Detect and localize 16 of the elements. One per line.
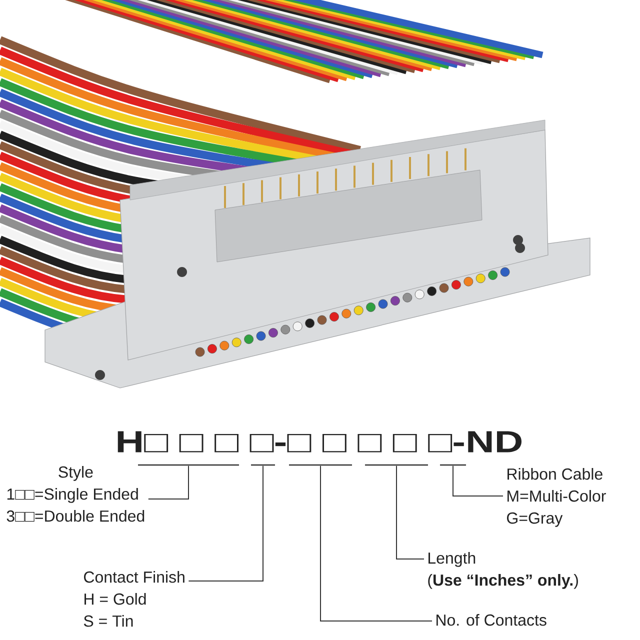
leader-line [320, 465, 432, 622]
option-label: No. of Contacts [436, 614, 546, 626]
underline-bar [365, 464, 428, 466]
option-label: Contact Finish H = Gold S = Tin [84, 571, 184, 627]
underline-bar [251, 464, 275, 466]
leader-line [396, 465, 424, 560]
leader-line [188, 465, 264, 582]
leader-line [452, 465, 504, 496]
underline-bar [440, 464, 466, 466]
part-number: H□ □ □ □-□ □ □ □ □-ND [118, 431, 522, 452]
leader-line [148, 465, 189, 500]
underline-bar [138, 464, 239, 466]
option-label: Ribbon Cable M=Multi-Color G=Gray [507, 468, 606, 527]
option-label: Style 1□□=Single Ended 3□□=Double Ended [6, 466, 144, 522]
underline-bar [289, 464, 352, 466]
option-label: Length (Use “Inches” only.) [428, 552, 578, 589]
